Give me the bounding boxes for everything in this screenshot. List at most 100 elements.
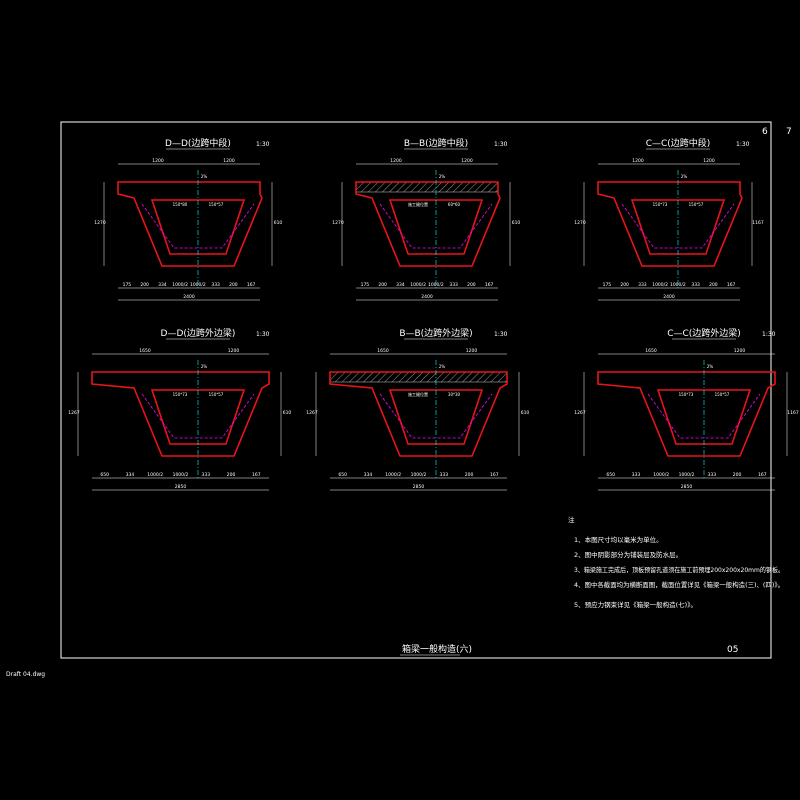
right-dim-label: 610	[283, 410, 292, 416]
bottom-dim-label: 1000/2	[173, 472, 189, 478]
bottom-dim-label: 200	[227, 472, 236, 478]
girder-inner-cell	[150, 389, 246, 445]
bottom-dim-label: 1000/2	[653, 472, 669, 478]
right-dim-label: 610	[274, 220, 283, 226]
section-label: 150*80	[173, 202, 188, 207]
bottom-dim-label: 1000/2	[670, 282, 686, 288]
top-dim-label: 1200	[152, 158, 164, 164]
bottom-dim-label: 334	[396, 282, 405, 288]
bottom-dim-label: 333	[211, 282, 220, 288]
bottom-dim-label: 167	[252, 472, 261, 478]
top-dim-label: 1200	[223, 158, 235, 164]
girder-inner-cell	[388, 389, 484, 445]
left-dim-label: 1267	[306, 410, 318, 416]
total-dim-label: 2400	[421, 294, 433, 300]
section-label: 施工缝位置	[408, 391, 428, 397]
section-scale: 1:30	[762, 331, 776, 338]
bottom-dim-label: 334	[126, 472, 135, 478]
bottom-dim-label: 167	[247, 282, 256, 288]
section-title: B—B(边跨外边梁)	[399, 327, 472, 339]
prestress-tendon	[647, 393, 761, 439]
bottom-dim-label: 650	[606, 472, 615, 478]
section-1: D—D(边跨中段) 1:30 1200 1200 1270 610 175 200 334 100…	[94, 137, 283, 301]
section-label: 2%	[681, 174, 688, 179]
bottom-dim-label: 200	[140, 282, 149, 288]
bottom-dim-label: 333	[691, 282, 700, 288]
bottom-dim-label: 1000/2	[190, 282, 206, 288]
sheet-title: 箱梁一般构造(六)	[402, 643, 472, 655]
girder-outer-outline	[597, 181, 743, 267]
bottom-dim-label: 1000/2	[172, 282, 188, 288]
bottom-dim-label: 1000/2	[652, 282, 668, 288]
section-title: D—D(边跨中段)	[165, 137, 231, 149]
bottom-dim-label: 200	[620, 282, 629, 288]
total-dim-label: 2850	[413, 484, 425, 490]
bottom-dim-label: 333	[632, 472, 641, 478]
bottom-dim-label: 333	[449, 282, 458, 288]
prestress-tendon	[379, 203, 493, 249]
note-item-4: 4、图中各截面均为横断面图，截面位置详见《箱梁一般构造(三)、(四)》。	[574, 580, 784, 589]
note-item-3: 3、箱梁施工完成后，顶板预留孔道须在施工前预埋200x200x20mm的钢板。	[574, 565, 784, 574]
top-dim-label: 1650	[139, 348, 151, 354]
left-dim-label: 1270	[94, 220, 106, 226]
right-dim-label: 610	[521, 410, 530, 416]
page-number-a: 6	[762, 127, 768, 137]
file-label: Draft 04.dwg	[6, 671, 45, 678]
bottom-dim-label: 333	[638, 282, 647, 288]
prestress-tendon	[141, 393, 255, 439]
bottom-dim-label: 1000/2	[385, 472, 401, 478]
girder-outer-outline	[117, 181, 263, 267]
bottom-dim-label: 334	[158, 282, 167, 288]
girder-inner-cell	[630, 199, 726, 255]
section-label: 150*73	[173, 392, 188, 397]
top-dim-label: 1200	[703, 158, 715, 164]
section-label: 2%	[201, 364, 208, 369]
bottom-dim-label: 333	[201, 472, 210, 478]
bottom-dim-label: 1000/2	[147, 472, 163, 478]
bottom-dim-label: 650	[100, 472, 109, 478]
bottom-dim-label: 334	[364, 472, 373, 478]
section-scale: 1:30	[256, 141, 270, 148]
section-label: 150*57	[689, 202, 704, 207]
bottom-dim-label: 200	[709, 282, 718, 288]
paving-hatch	[329, 371, 508, 383]
bottom-dim-label: 175	[361, 282, 370, 288]
top-dim-label: 1200	[632, 158, 644, 164]
right-dim-label: 1167	[787, 410, 799, 416]
page-number-bottom: 05	[727, 645, 738, 655]
section-drawings: D—D(边跨中段) 1:30 1200 1200 1270 610 175 200 334 100…	[68, 137, 799, 491]
bottom-dim-label: 175	[603, 282, 612, 288]
bottom-dim-label: 167	[758, 472, 767, 478]
bottom-dim-label: 333	[439, 472, 448, 478]
bottom-dim-label: 167	[727, 282, 736, 288]
paving-hatch	[355, 181, 499, 193]
note-item-5: 5、预应力钢束详见《箱梁一般构造(七)》。	[574, 600, 697, 609]
section-label: 2%	[707, 364, 714, 369]
section-label: 150*57	[209, 202, 224, 207]
top-dim-label: 1200	[228, 348, 240, 354]
right-dim-label: 1167	[752, 220, 764, 226]
prestress-tendon	[621, 203, 735, 249]
bottom-dim-label: 1000/2	[410, 282, 426, 288]
section-title: C—C(边跨中段)	[646, 137, 711, 149]
section-title: B—B(边跨中段)	[404, 137, 468, 149]
note-item-1: 1、本图尺寸均以毫米为单位。	[574, 535, 663, 544]
prestress-tendon	[141, 203, 255, 249]
girder-outer-outline	[329, 371, 508, 457]
bottom-dim-label: 1000/2	[411, 472, 427, 478]
bottom-dim-label: 200	[733, 472, 742, 478]
section-label: 60*60	[448, 202, 461, 207]
bottom-dim-label: 175	[123, 282, 132, 288]
girder-outer-outline	[597, 371, 776, 457]
section-scale: 1:30	[494, 141, 508, 148]
section-label: 150*73	[679, 392, 694, 397]
top-dim-label: 1200	[734, 348, 746, 354]
notes-block: 注 1、本图尺寸均以毫米为单位。 2、图中阴影部分为铺装层及防水层。 3、箱梁施…	[568, 515, 784, 609]
left-dim-label: 1270	[574, 220, 586, 226]
total-dim-label: 2850	[175, 484, 187, 490]
